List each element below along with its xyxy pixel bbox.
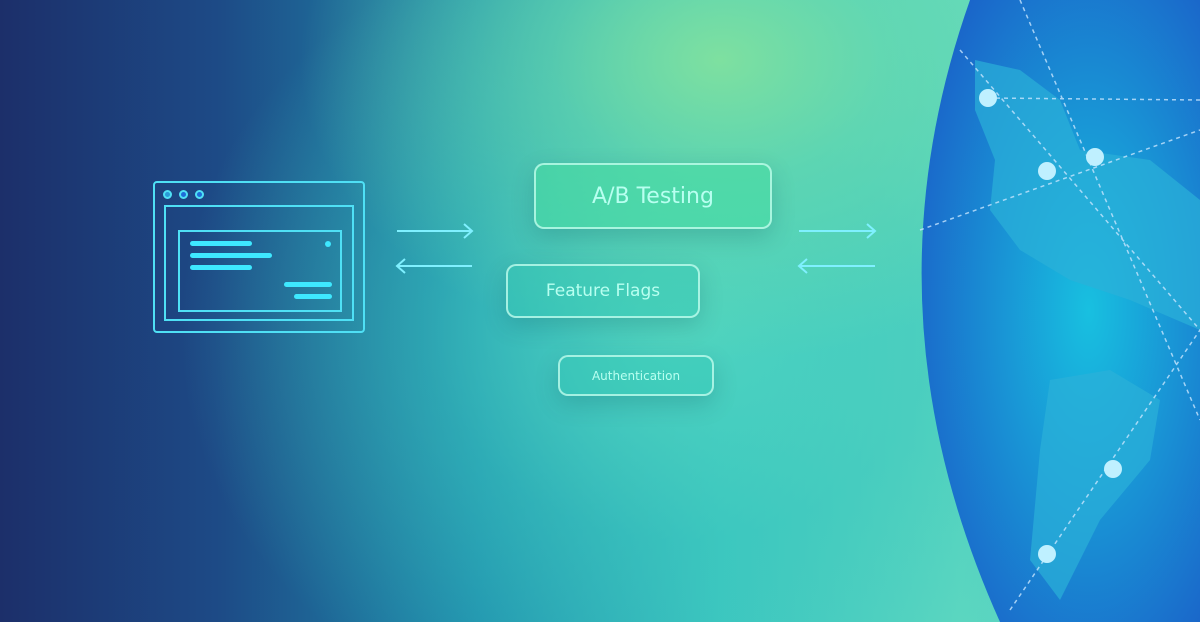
arrow-left-icon	[797, 258, 875, 274]
ab-testing-box: A/B Testing	[534, 163, 772, 229]
authentication-box: Authentication	[558, 355, 714, 396]
feature-flags-label: Feature Flags	[545, 281, 661, 301]
ab-testing-label: A/B Testing	[592, 183, 714, 209]
authentication-label: Authentication	[591, 368, 681, 383]
browser-window-icon	[153, 181, 365, 333]
feature-flags-box: Feature Flags	[506, 264, 700, 318]
arrow-right-icon	[799, 223, 877, 239]
arrow-left-icon	[395, 258, 472, 274]
arrow-right-icon	[397, 223, 474, 239]
